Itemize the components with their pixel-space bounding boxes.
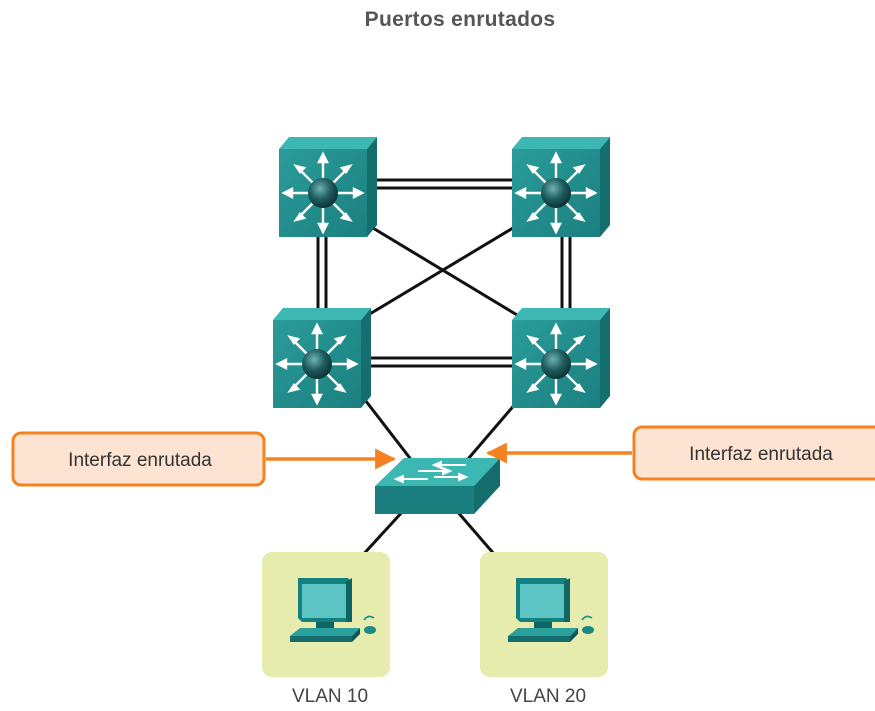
callout-left: Interfaz enrutada	[11, 431, 266, 487]
multilayer-switch-icon	[510, 135, 612, 239]
link-diagonal-1	[367, 223, 523, 320]
callout-right-label: Interfaz enrutada	[689, 444, 833, 465]
multilayer-switch-icon	[277, 135, 379, 239]
vlan-label-left: VLAN 10	[292, 686, 368, 707]
switch-icon	[375, 458, 500, 514]
diagram-title: Puertos enrutados	[364, 8, 556, 31]
multilayer-switch-icon	[271, 306, 373, 410]
vlan-label-right: VLAN 20	[510, 686, 586, 707]
link-diagonal-2	[367, 223, 519, 317]
link-to-access-left	[360, 395, 418, 467]
multilayer-switch-icon	[510, 306, 612, 410]
callout-right: Interfaz enrutada	[632, 425, 875, 481]
callout-left-label: Interfaz enrutada	[68, 450, 212, 471]
